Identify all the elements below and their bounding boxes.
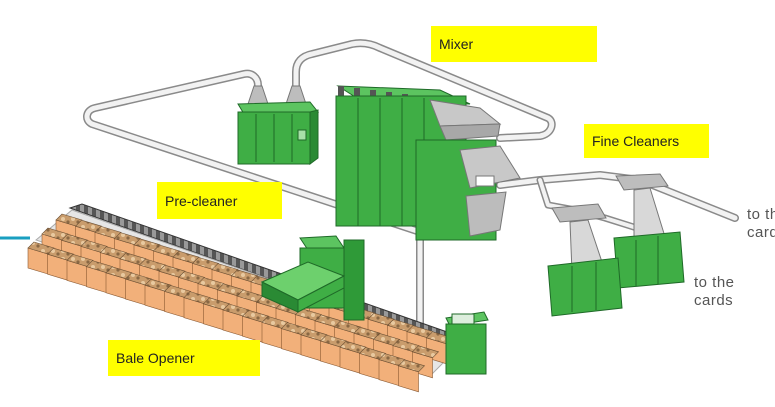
label-bale-opener: Bale Opener	[108, 340, 260, 376]
bale	[358, 347, 387, 380]
bale	[280, 322, 309, 356]
bale	[319, 334, 348, 368]
label-mixer-text: Mixer	[439, 36, 474, 52]
bale	[144, 278, 172, 312]
mixer-machine	[335, 85, 521, 241]
control-panel	[445, 311, 489, 375]
bale	[261, 316, 289, 349]
fine-cleaner-front	[547, 203, 623, 317]
label-pre-cleaner-text: Pre-cleaner	[165, 192, 238, 209]
duct-top-loop	[292, 39, 556, 142]
duct-to-fine-cleaners	[496, 171, 739, 244]
label-fine-cleaners-text: Fine Cleaners	[592, 133, 680, 149]
fine-cleaner-rear	[613, 173, 685, 289]
label-to-cards-right-line1: to th	[747, 206, 775, 223]
pre-cleaner-machine	[237, 85, 320, 165]
duct-main-loop	[83, 69, 424, 334]
label-to-cards-line2: cards	[694, 292, 734, 309]
label-to-cards-line1: to the	[694, 274, 735, 291]
bale-opener-machine	[260, 235, 365, 321]
label-mixer: Mixer	[431, 26, 597, 62]
label-fine-cleaners: Fine Cleaners	[584, 124, 709, 158]
label-to-cards-right-line2: card	[747, 224, 775, 241]
label-to-cards: to the cards	[694, 274, 735, 310]
label-to-cards-right: to th card	[747, 206, 775, 242]
label-pre-cleaner: Pre-cleaner	[157, 182, 282, 219]
bale	[124, 272, 153, 306]
label-bale-opener-text: Bale Opener	[116, 350, 195, 366]
duct-network	[83, 39, 739, 334]
bale	[397, 359, 426, 393]
